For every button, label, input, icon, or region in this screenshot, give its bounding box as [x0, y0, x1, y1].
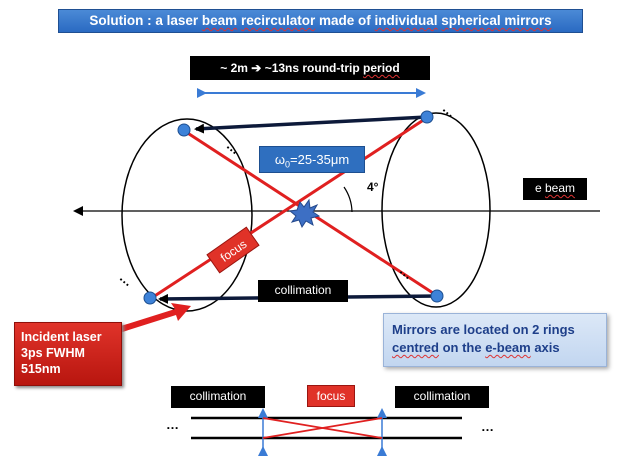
bottom-collimation-right: collimation: [395, 386, 489, 408]
left-mirror-ring: [121, 118, 253, 312]
ellipsis-bottom-schematic-right: …: [481, 419, 494, 434]
bottom-focus-label: focus: [307, 385, 355, 407]
mirror-top-left: [177, 123, 191, 137]
ebeam-label: e beam: [523, 178, 587, 200]
ellipsis-bottom-schematic-left: …: [166, 417, 179, 432]
mirror-bottom-left: [143, 291, 157, 305]
slide-title: Solution : a laser beam recirculator mad…: [58, 9, 583, 33]
mirror-bottom-right: [430, 289, 444, 303]
bottom-collimation-left: collimation: [171, 386, 265, 408]
right-mirror-ring: [381, 112, 491, 308]
bottom-cross-2: [262, 417, 383, 439]
mirror-top-right: [420, 110, 434, 124]
incident-laser-label: Incident laser 3ps FWHM 515nm: [14, 322, 122, 386]
beam-waist-label: ω0=25-35μm: [259, 146, 365, 173]
round-trip-period-label: ~ 2m ➔ ~13ns round-trip period: [190, 56, 430, 80]
top-return-beam: [194, 115, 428, 134]
laser-beam-up: [149, 117, 426, 301]
focus-spot-icon: [288, 198, 321, 229]
angle-arc: [343, 186, 353, 213]
collimation-label: collimation: [258, 280, 348, 302]
crossing-angle-label: 4°: [367, 180, 379, 194]
mirrors-note: Mirrors are located on 2 rings centred o…: [383, 313, 607, 367]
right-arrow-icon: ➔: [251, 61, 262, 75]
focus-label-rotated: focus: [206, 226, 260, 274]
